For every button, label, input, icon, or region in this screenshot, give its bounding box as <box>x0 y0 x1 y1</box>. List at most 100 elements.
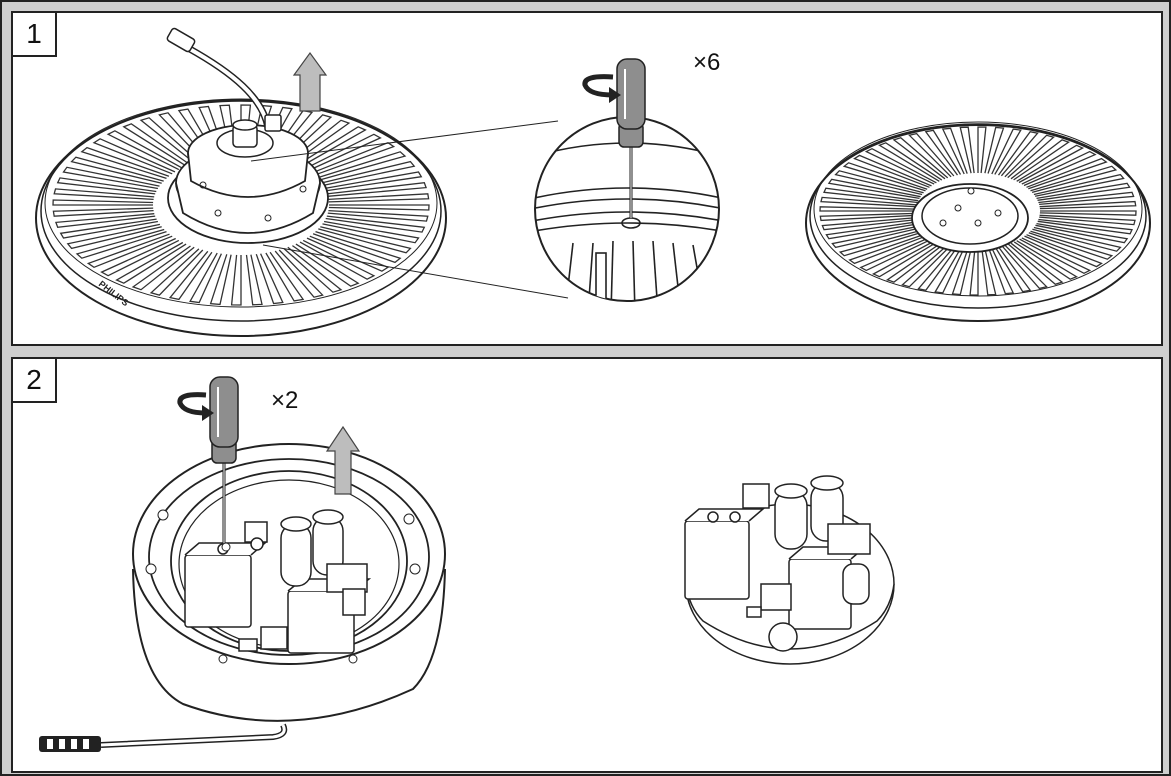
heat-sink-fin <box>819 206 917 212</box>
heat-sink-fin <box>59 218 159 239</box>
luminaire-without-driver <box>805 121 1151 322</box>
removed-driver-board <box>684 475 895 665</box>
heat-sink-fin <box>1032 226 1122 252</box>
heat-sink-fin <box>1016 144 1085 184</box>
heat-sink-fin <box>994 246 1032 293</box>
heat-sink-fin <box>892 136 949 180</box>
heat-sink-fin <box>1039 210 1137 216</box>
heat-sink-fin <box>984 126 1005 174</box>
heat-sink-fin <box>283 246 343 293</box>
zoom-detail <box>534 116 720 302</box>
screwdriver-icon-2 <box>209 376 239 552</box>
heat-sink-fin <box>320 160 416 187</box>
heat-sink-fin <box>969 248 979 296</box>
heat-sink-fin <box>75 228 167 259</box>
heat-sink-fin <box>139 117 199 164</box>
heat-sink-fin <box>189 252 222 304</box>
heat-sink-fin <box>951 248 972 296</box>
heat-sink-fin <box>1035 222 1129 244</box>
heat-sink-fin <box>853 154 932 188</box>
heat-sink-fin <box>70 156 164 184</box>
connector-icon <box>39 736 101 752</box>
heat-sink-fin <box>66 223 162 250</box>
step-2-panel: 2 ×2 <box>11 357 1163 773</box>
rotate-arrow-icon-2 <box>177 392 214 421</box>
heat-sink-fin <box>295 126 367 169</box>
heat-sink-fin <box>988 247 1015 295</box>
heat-sink-fin <box>991 128 1022 175</box>
driver-board-in-housing <box>184 509 372 654</box>
heat-sink-fin <box>825 221 920 240</box>
heat-sink-fin <box>209 254 232 306</box>
heat-sink-fin <box>1010 139 1071 181</box>
heat-sink-fin <box>1007 242 1064 286</box>
luminaire-with-driver: PHILIPS <box>35 27 447 337</box>
heat-sink-fin <box>831 225 923 249</box>
heat-sink-fin <box>322 220 420 244</box>
heat-sink-fin <box>56 177 157 195</box>
heat-sink-fin <box>1004 134 1055 179</box>
heat-sink-fin <box>1019 237 1092 275</box>
lift-arrow-icon-2 <box>325 425 361 495</box>
heat-sink-fin <box>1026 157 1108 190</box>
heat-sink-fin <box>819 212 917 222</box>
heat-sink-fin <box>177 108 217 159</box>
heat-sink-fin <box>924 129 962 176</box>
heat-sink-fin <box>287 119 351 165</box>
heat-sink-fin <box>834 170 924 196</box>
heat-sink-fin <box>997 130 1039 177</box>
heat-sink-fin <box>326 181 428 197</box>
heat-sink-fin <box>1039 200 1137 210</box>
heat-sink-fin <box>92 138 176 175</box>
step-1-panel: 1 ×6 <box>11 11 1163 346</box>
heat-sink-fin <box>941 127 968 175</box>
heat-sink-fin <box>53 188 155 201</box>
heat-sink-fin <box>901 243 952 288</box>
heat-sink-fin <box>292 243 360 287</box>
rotate-arrow-icon <box>582 74 621 103</box>
heat-sink-fin <box>131 245 195 291</box>
heat-sink-fin <box>1038 191 1135 206</box>
heat-sink-fin <box>278 114 333 162</box>
heat-sink-fin <box>265 251 305 302</box>
heat-sink-fin <box>100 237 180 277</box>
heat-sink-fin <box>908 132 955 178</box>
heat-sink-fin <box>977 126 987 174</box>
heat-sink-fin <box>848 232 930 265</box>
heat-sink-fin <box>1039 214 1136 226</box>
cable <box>100 723 288 748</box>
screw-count-label-2: ×2 <box>271 387 299 414</box>
heat-sink-fin <box>54 213 156 229</box>
heat-sink-fin <box>302 133 382 173</box>
heat-sink-fin <box>1001 244 1048 290</box>
step-2-illustration <box>39 376 895 752</box>
heat-sink-fin <box>86 233 173 269</box>
heat-sink-fin <box>1013 240 1078 280</box>
step-1-illustration: PHILIPS <box>35 27 1151 337</box>
heat-sink-fin <box>318 226 412 254</box>
heat-sink-fin <box>306 235 390 272</box>
heat-sink-fin <box>52 207 154 217</box>
heat-sink-fin <box>62 166 160 190</box>
screw-count-label-1: ×6 <box>693 49 721 76</box>
heat-sink-fin <box>315 151 407 182</box>
heat-sink-fin <box>823 187 919 204</box>
heat-sink-fin <box>1033 173 1125 197</box>
heat-sink-fin <box>827 178 921 200</box>
heat-sink-fin <box>959 126 975 174</box>
heat-sink-fin <box>327 209 429 222</box>
heat-sink-fin <box>115 241 187 284</box>
heat-sink-fin <box>1024 234 1103 268</box>
heat-sink-fin <box>158 112 208 161</box>
heat-sink-fin <box>1030 165 1118 194</box>
heat-sink-fin <box>274 249 324 298</box>
heat-sink-fin <box>981 248 997 296</box>
heat-sink-fin <box>230 254 242 306</box>
heat-sink-fin <box>312 230 402 264</box>
heat-sink-fin <box>52 199 154 206</box>
heat-sink-fin <box>917 245 959 292</box>
heat-sink-fin <box>80 146 170 180</box>
heat-sink-fin <box>864 147 937 185</box>
heat-sink-fin <box>325 215 426 233</box>
heat-sink-fin <box>328 193 430 203</box>
